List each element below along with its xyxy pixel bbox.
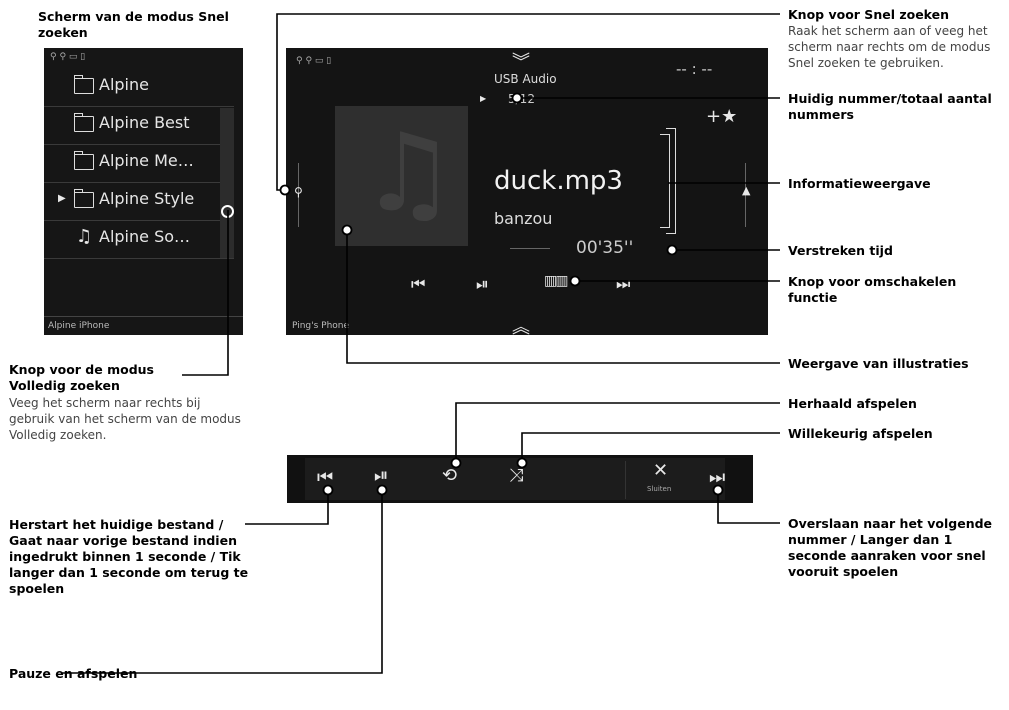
close-icon[interactable]: ✕ [653, 460, 669, 481]
folder-icon [73, 151, 94, 170]
repeat-label: Herhaald afspelen [788, 396, 917, 411]
scrollbar[interactable] [220, 108, 234, 258]
song-title: duck.mp3 [494, 166, 623, 196]
snel-search-desc: Raak het scherm aan of veeg het scherm n… [788, 24, 991, 70]
artwork: ♫ [335, 106, 468, 246]
close-label: Sluiten [647, 485, 672, 493]
play-pause-label: Pauze en afspelen [9, 666, 138, 681]
favorite-star-icon[interactable]: +★ [706, 106, 738, 127]
elapsed-time-label: Verstreken tijd [788, 243, 893, 258]
shuffle-icon[interactable]: ⤨ [509, 465, 524, 486]
search-icon[interactable]: ⚲ [294, 185, 303, 199]
play-indicator-icon: ▶ [480, 94, 487, 103]
next-icon[interactable]: ⏭ [616, 274, 631, 293]
full-search-desc: Veeg het scherm naar rechts bij gebruik … [9, 396, 241, 442]
prev-label: Herstart het huidige bestand / Gaat naar… [9, 517, 249, 596]
selected-arrow-icon: ▶ [58, 193, 66, 204]
elapsed-time: 00'35'' [576, 238, 634, 258]
function-switch-label: Knop voor omschakelen functie [788, 274, 957, 305]
list-item[interactable]: Alpine Best [44, 106, 234, 145]
info-display-label: Informatieweergave [788, 176, 931, 191]
arrow-up-icon[interactable]: ▲ [742, 184, 751, 197]
device-name: Ping's Phone [292, 321, 350, 331]
play-pause-icon[interactable]: ⏯ [374, 465, 389, 486]
status-bar: ⚲ ⚲ ▭ ▯ [296, 56, 332, 66]
audio-screen: ⚲ ⚲ ▭ ▯ ︾ USB Audio ▶ 5/12 -- : -- +★ ⚲ … [286, 48, 768, 335]
folder-icon [73, 189, 94, 208]
artist-name: banzou [494, 209, 553, 228]
next-icon[interactable]: ⏭ [709, 467, 726, 488]
left-screen-title: Scherm van de modus Snel zoeken [38, 9, 229, 40]
next-label: Overslaan naar het volgende nummer / Lan… [788, 516, 993, 579]
function-switch-icon[interactable]: ▥▥ [544, 273, 569, 289]
list-item[interactable]: ▶ Alpine Style [44, 182, 234, 221]
snel-search-title: Knop voor Snel zoeken [788, 7, 950, 22]
previous-icon[interactable]: ⏮ [411, 274, 426, 293]
status-bar: ⚲ ⚲ ▭ ▯ [50, 52, 86, 62]
shuffle-label: Willekeurig afspelen [788, 426, 933, 441]
source-label: USB Audio [494, 72, 557, 86]
previous-icon[interactable]: ⏮ [317, 467, 334, 488]
folder-icon [73, 75, 94, 94]
chevron-down-icon[interactable]: ︽ [512, 317, 530, 335]
list-item[interactable]: Alpine [44, 68, 234, 107]
list-item[interactable]: Alpine Me… [44, 144, 234, 183]
device-name: Alpine iPhone [48, 321, 110, 331]
music-note-icon: ♫ [76, 226, 93, 247]
artwork-label: Weergave van illustraties [788, 356, 969, 371]
clock: -- : -- [676, 60, 713, 78]
track-count-label: Huidig nummer/totaal aantal nummers [788, 91, 992, 122]
list-item[interactable]: ♫ Alpine So… [44, 220, 234, 259]
folder-icon [73, 113, 94, 132]
music-note-icon: ♫ [360, 111, 457, 236]
full-search-title: Knop voor de modus Volledig zoeken [9, 362, 154, 393]
repeat-icon[interactable]: ⟲ [442, 465, 458, 486]
chevron-up-icon[interactable]: ︾ [512, 52, 530, 73]
quick-search-screen[interactable]: ⚲ ⚲ ▭ ▯ Alpine Alpine Best Alpine Me… ▶ … [44, 48, 243, 335]
play-pause-icon[interactable]: ⏯ [476, 274, 489, 293]
control-bar: ⏮ ⏯ ⟲ ⤨ ✕ Sluiten ⏭ [287, 455, 753, 503]
